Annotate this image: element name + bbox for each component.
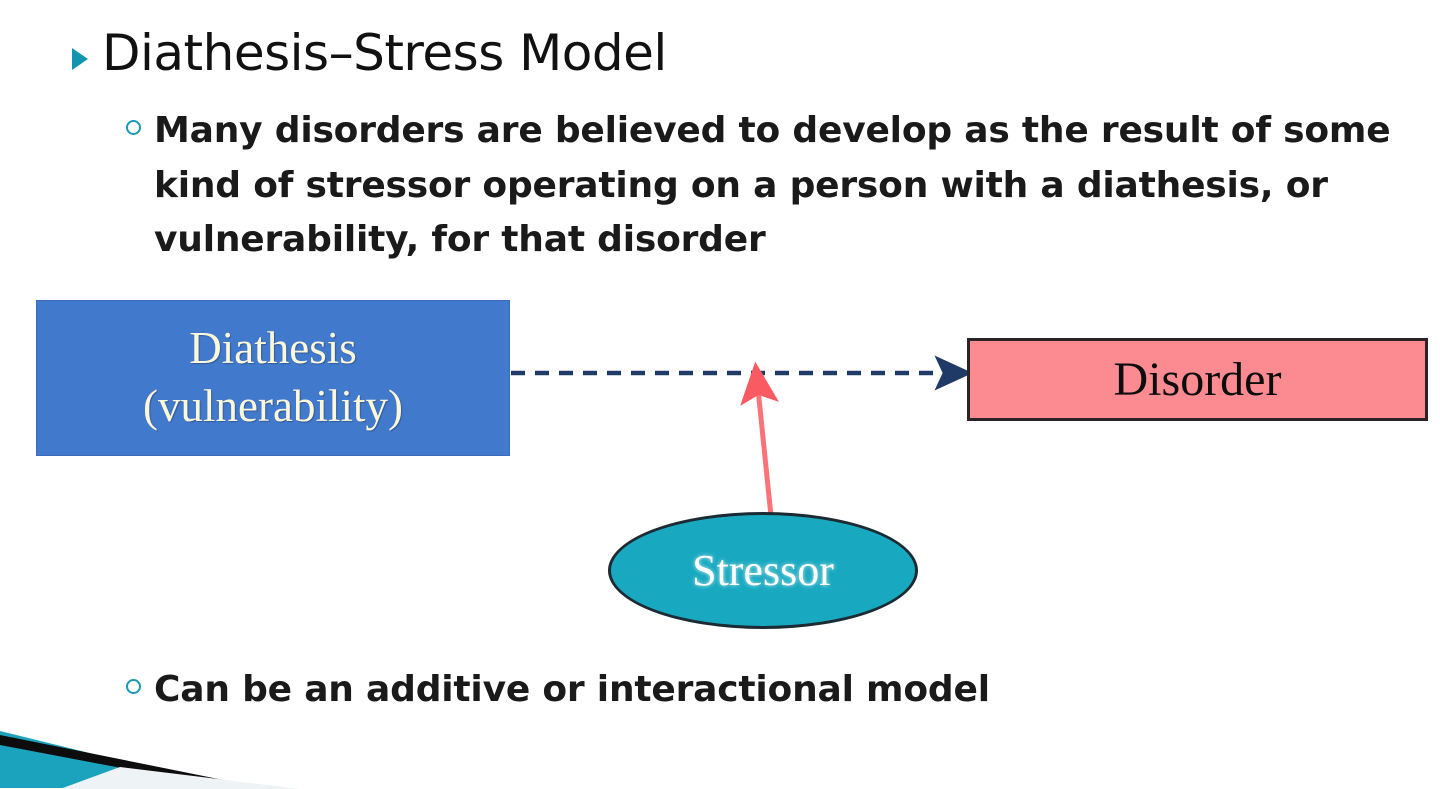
corner-decoration [0,731,300,789]
bullet-item-2: Can be an additive or interactional mode… [126,663,1326,718]
bullet-item-1: Many disorders are believed to develop a… [126,104,1416,268]
bullet-item-1-text: Many disorders are believed to develop a… [154,110,1391,261]
circle-bullet-icon [126,679,141,694]
page-title: Diathesis–Stress Model [102,24,667,82]
node-diathesis-line1: Diathesis [189,323,357,374]
circle-bullet-icon [126,120,141,135]
node-disorder: Disorder [967,338,1428,421]
node-diathesis-line2: (vulnerability) [143,381,403,431]
node-disorder-label: Disorder [1113,353,1282,406]
triangle-bullet-icon [72,48,88,70]
node-stressor: Stressor [608,512,918,629]
slide-title-row: Diathesis–Stress Model [72,26,667,81]
bullet-item-2-text: Can be an additive or interactional mode… [154,669,990,710]
node-stressor-label: Stressor [692,546,834,595]
node-diathesis: Diathesis (vulnerability) [36,300,510,456]
connector-stressor-to-link [740,361,779,517]
